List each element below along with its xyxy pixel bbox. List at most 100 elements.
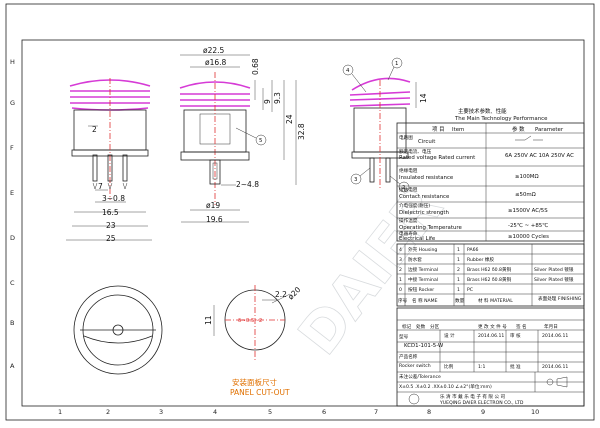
terminal-pin — [385, 157, 391, 183]
perf-item-cn: 接触电阻 — [399, 186, 418, 193]
perf-value: -25℃ ~ +85℃ — [508, 223, 548, 229]
bom-header-no: 序号 — [398, 297, 408, 304]
bom-material: Rubber 橡胶 — [467, 256, 494, 263]
caption-en: PANEL CUT-OUT — [230, 388, 290, 397]
leader-line — [359, 167, 371, 177]
balloon — [255, 134, 267, 146]
bom-qty: 1 — [457, 247, 460, 253]
title-frame — [396, 307, 585, 407]
terminal-pin — [122, 154, 128, 182]
approver-label: 批 准 — [510, 363, 521, 370]
dim-base: ø19 — [206, 201, 220, 210]
performance-table: 主要技术参数、性能 The Main Technology Performanc… — [396, 107, 585, 242]
grid-col-label: 4 — [213, 408, 217, 416]
balloon — [350, 173, 362, 185]
caption-cn: 安装面板尺寸 — [232, 377, 277, 387]
rev-label: 处数 — [416, 323, 426, 330]
grid-col-label: 2 — [106, 408, 110, 416]
bom-header-qty: 数量 — [455, 297, 465, 304]
perf-header-item-cn: 项 目 — [432, 126, 445, 133]
rocker-curve — [351, 77, 411, 91]
bom-header-finish: 表面处理 FINISHING — [538, 295, 582, 302]
bom-name: 中接 Terminal — [408, 276, 438, 283]
date-1: 2014.06.11 — [478, 333, 504, 339]
perf-item-cn: 操作温度 — [399, 217, 418, 224]
perf-header-param-cn: 参 数 — [512, 125, 525, 133]
bom-material: PC — [467, 287, 473, 293]
dim-pin: 7 — [98, 182, 103, 191]
dim-h: 14 — [419, 93, 428, 103]
perf-item-cn: 电器寿命 — [399, 230, 418, 237]
rev-label: 标记 — [402, 323, 412, 330]
dim-h2: 9 — [263, 99, 272, 104]
outer-circle — [73, 285, 163, 375]
grid-row-label: F — [10, 144, 14, 152]
projection-symbol-icon — [546, 376, 568, 388]
bom-finish: Silver Plated 镀银 — [534, 266, 574, 273]
grid-col-label: 9 — [481, 408, 485, 416]
bom-material: Brass H62 δ0.8黄铜 — [467, 276, 512, 283]
grid-row-label: D — [10, 234, 15, 242]
balloon-number: 5 — [259, 138, 262, 144]
perf-item-en: Insulated resistance — [399, 175, 454, 181]
dim-small: 2 — [92, 125, 97, 134]
dim-thickness: δ=0.5~2 — [238, 318, 262, 324]
leader-line — [351, 73, 367, 93]
bom-qty: 2 — [457, 267, 460, 273]
bom-finish: Silver Plated 镀银 — [534, 276, 574, 283]
rev-label: 分区 — [430, 323, 440, 330]
balloon — [342, 64, 354, 76]
perf-value: ≥100MΩ — [515, 174, 539, 180]
date-2: 2014.06.11 — [542, 333, 568, 339]
title-block: 标记 处数 分区 更 改 文 件 号 签 名 年月日 型号 KCD1-101-5… — [396, 307, 585, 407]
bom-name: 按钮 Rocker — [408, 286, 434, 293]
bom-material: Brass H62 δ0.8黄铜 — [467, 266, 512, 273]
tolerance-value: X±0.5 .X±0.2 .XX±0.10 ∠±2°(单位:mm) — [399, 383, 492, 390]
grid-col-label: 6 — [322, 408, 326, 416]
perf-title-cn: 主要技术参数、性能 — [458, 107, 507, 115]
bom-name: 外壳 Housing — [408, 246, 437, 253]
grid-row-label: H — [10, 58, 15, 66]
bom-row: 2 边接 Terminal 2 Brass H62 δ0.8黄铜 Silver … — [399, 266, 574, 273]
bom-no: 2 — [399, 267, 402, 273]
product-name: Rocker switch — [399, 363, 431, 369]
grid-row-label: E — [10, 189, 14, 197]
tolerance-label: 未注公差/Tolerance — [399, 373, 441, 380]
rocker-arc — [83, 335, 153, 344]
date-3: 2014.06.11 — [542, 364, 568, 370]
part-label: 型号 — [399, 333, 409, 340]
bom-row: 1 中接 Terminal 1 Brass H62 δ0.8黄铜 Silver … — [399, 276, 574, 283]
bom-no: 0 — [399, 287, 402, 293]
company-en: YUEQING DAIER ELECTRON CO., LTD — [439, 400, 524, 406]
balloon — [391, 57, 403, 69]
dim-h3: 9.3 — [273, 92, 282, 104]
perf-header-param-en: Parameter — [535, 127, 564, 133]
circuit-symbol-icon — [515, 135, 543, 141]
terminal-pin — [369, 157, 375, 183]
company-cn: 乐 清 市 戴 乐 电 子 有 限 公 司 — [440, 393, 506, 400]
grid-row-label: G — [10, 99, 15, 107]
dim-mid: 16.5 — [102, 208, 119, 217]
bom-qty: 1 — [457, 257, 460, 263]
dim-outer: ø22.5 — [203, 46, 225, 55]
scale-label: 比例 — [444, 363, 454, 370]
perf-value: ≤50mΩ — [515, 192, 536, 198]
company-logo — [408, 393, 420, 405]
balloon-number: 3 — [354, 177, 357, 183]
balloon — [398, 181, 410, 193]
leader-line — [235, 127, 257, 139]
dim-h4: 24 — [285, 114, 294, 124]
grid-col-label: 1 — [58, 408, 62, 416]
bom-no: 4 — [399, 247, 402, 253]
dim-range2: 2~4.8 — [236, 180, 259, 189]
scale-value: 1:1 — [478, 364, 485, 370]
leader-line — [271, 293, 291, 304]
bom-name: 防水套 — [408, 256, 422, 263]
right-view: 14 4 1 3 2 — [342, 57, 428, 193]
bom-qty: 1 — [457, 277, 460, 283]
dim-w: 2.2 — [275, 290, 287, 299]
outer-frame — [5, 3, 595, 421]
dim-range: 3~0.8 — [102, 194, 125, 203]
bom-row: 3 防水套 1 Rubber 橡胶 — [399, 256, 494, 263]
